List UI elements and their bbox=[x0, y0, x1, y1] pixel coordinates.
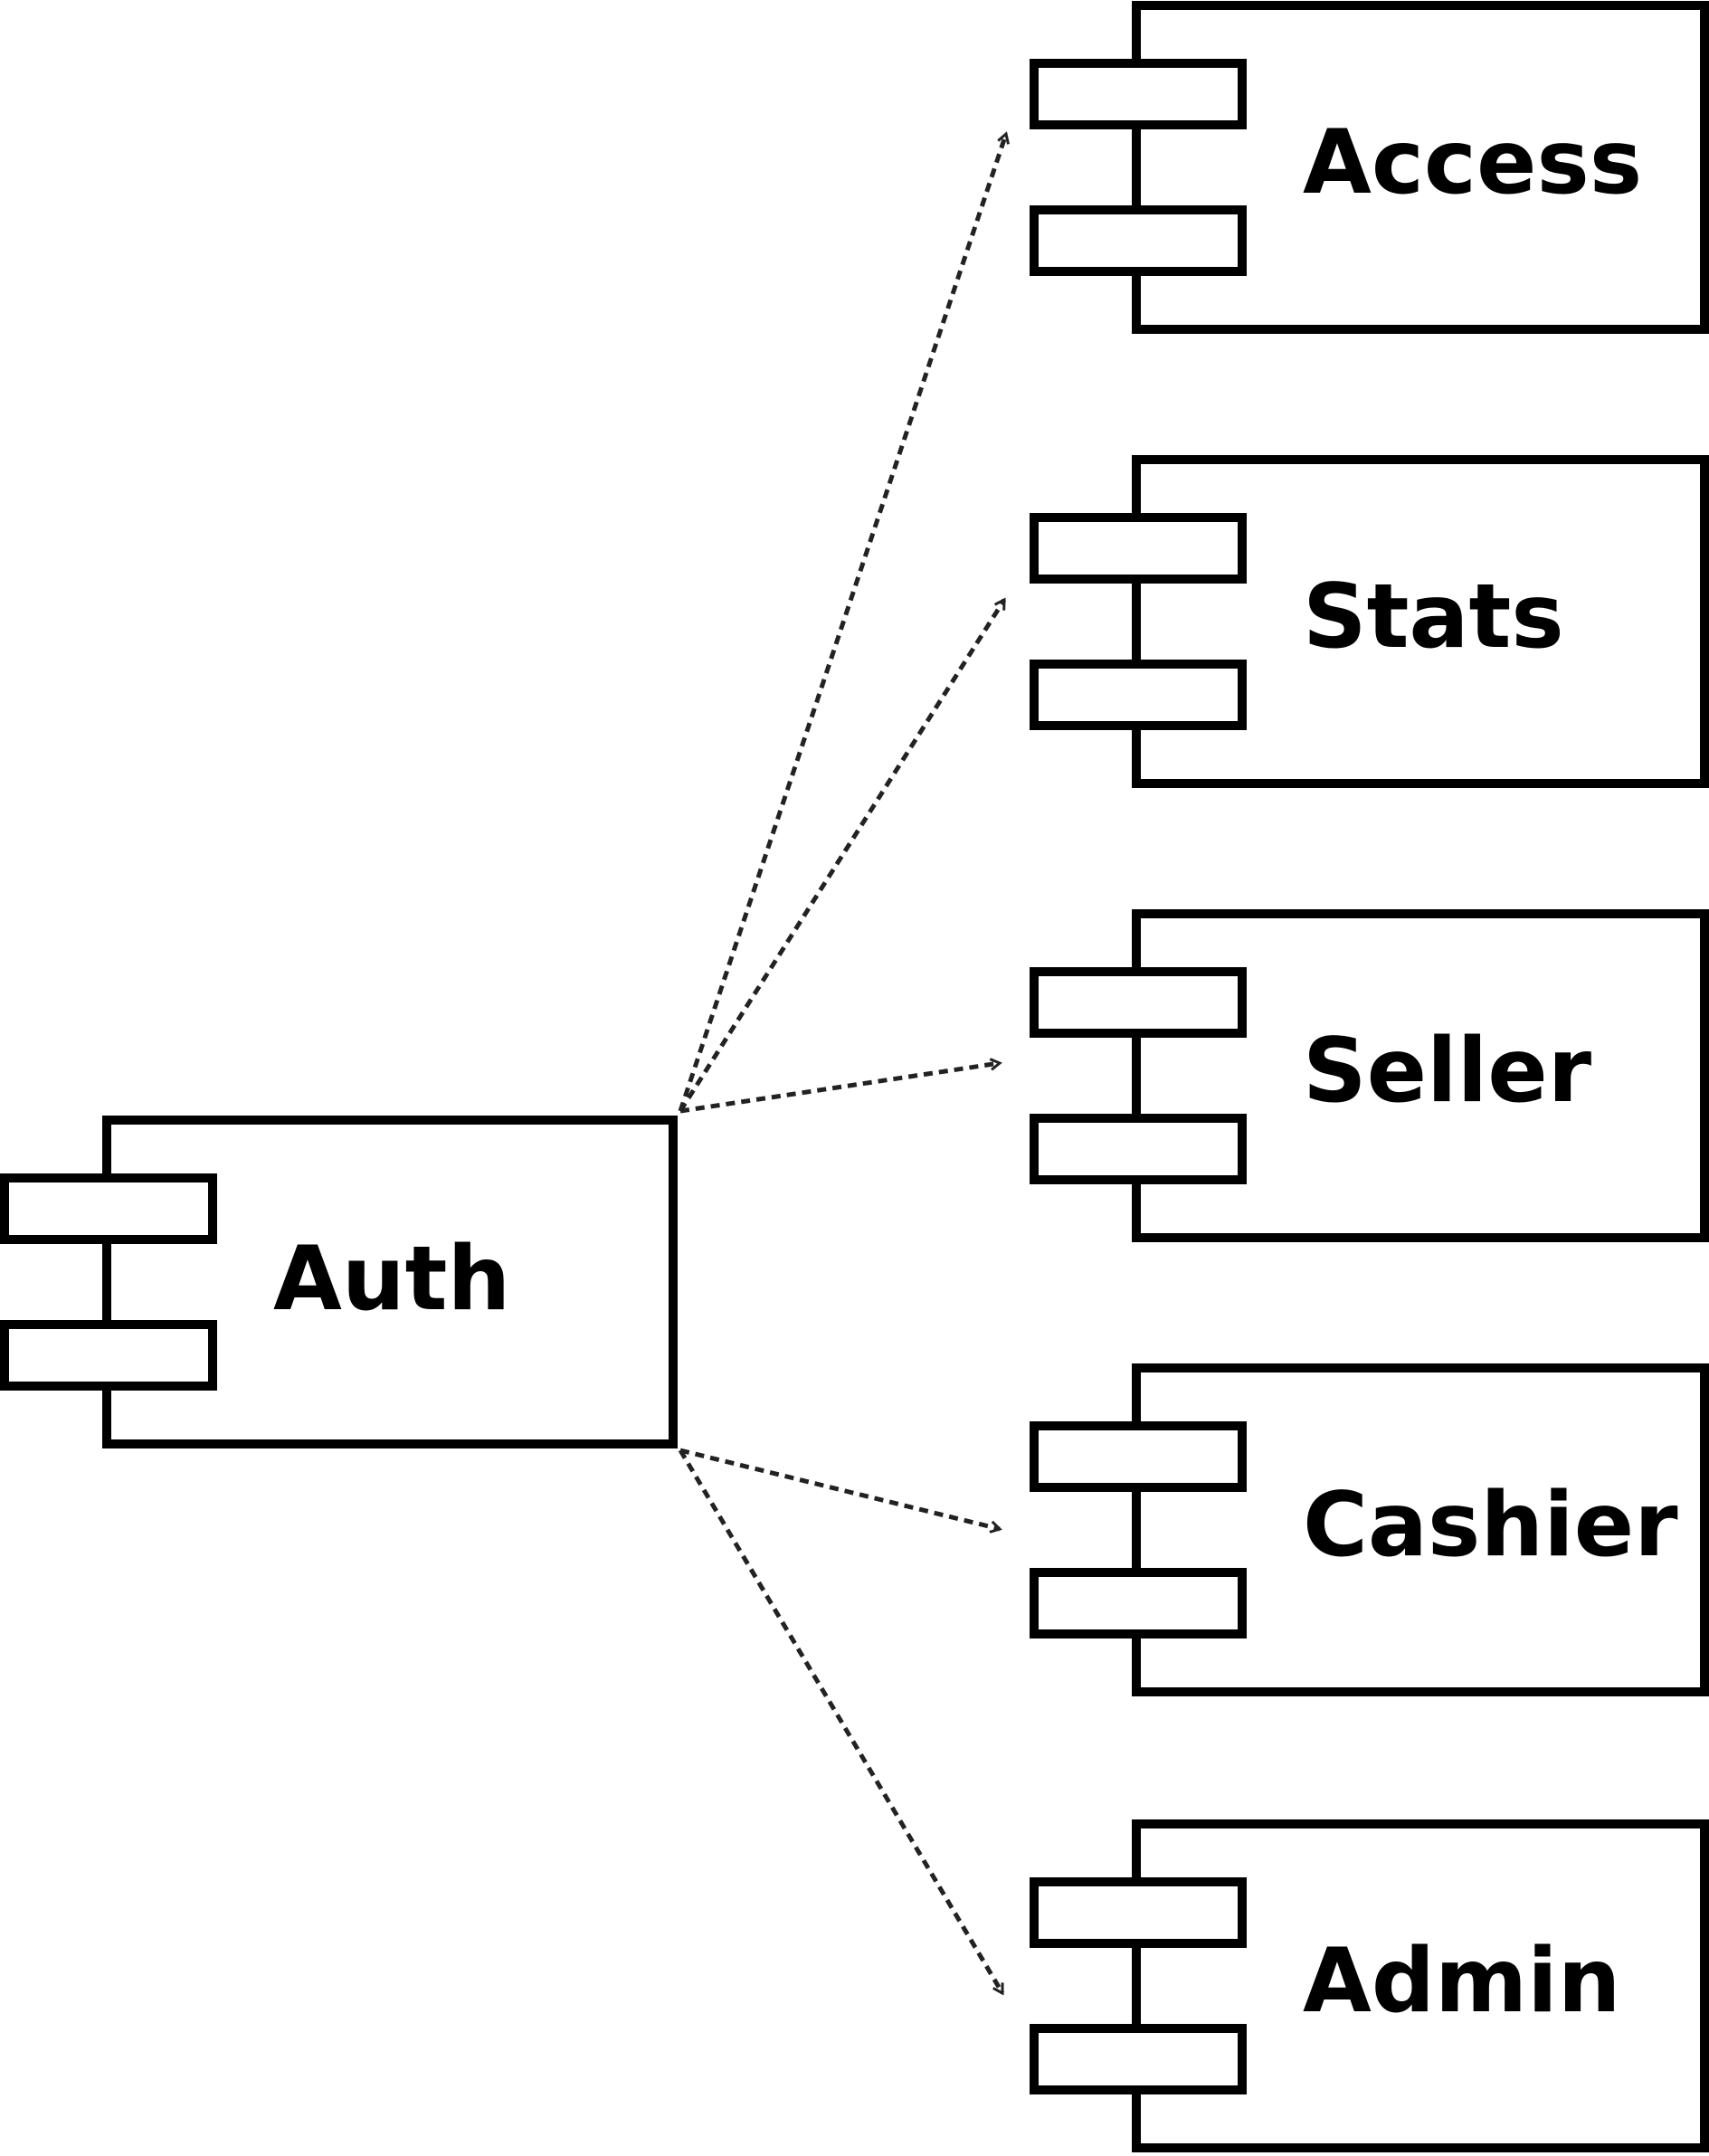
edge-auth-cashier bbox=[679, 1448, 1000, 1529]
component-port-top bbox=[1030, 1877, 1247, 1948]
component-auth[interactable]: Auth bbox=[0, 1116, 678, 1448]
component-port-bottom bbox=[1030, 205, 1247, 276]
component-port-top bbox=[0, 1173, 217, 1244]
edge-auth-seller bbox=[679, 1063, 1000, 1114]
component-label-admin: Admin bbox=[1303, 1930, 1620, 2033]
edge-auth-access bbox=[678, 134, 1006, 1112]
component-port-bottom bbox=[1030, 1568, 1247, 1638]
component-label-auth: Auth bbox=[273, 1228, 510, 1331]
component-port-top bbox=[1030, 967, 1247, 1038]
component-cashier[interactable]: Cashier bbox=[1030, 1363, 1709, 1696]
component-stats[interactable]: Stats bbox=[1030, 455, 1709, 788]
component-label-stats: Stats bbox=[1303, 565, 1564, 669]
component-label-access: Access bbox=[1303, 111, 1642, 214]
component-port-bottom bbox=[1030, 2024, 1247, 2094]
dependency-edges bbox=[678, 134, 1007, 1993]
component-admin[interactable]: Admin bbox=[1030, 1819, 1709, 2152]
component-label-seller: Seller bbox=[1303, 1020, 1592, 1123]
component-port-bottom bbox=[0, 1320, 217, 1391]
component-port-top bbox=[1030, 1421, 1247, 1492]
component-port-top bbox=[1030, 513, 1247, 584]
component-label-cashier: Cashier bbox=[1303, 1474, 1678, 1577]
component-port-bottom bbox=[1030, 660, 1247, 730]
edge-auth-admin bbox=[678, 1448, 1005, 1993]
edge-auth-stats bbox=[678, 600, 1007, 1113]
component-port-bottom bbox=[1030, 1114, 1247, 1184]
component-port-top bbox=[1030, 59, 1247, 129]
component-access[interactable]: Access bbox=[1030, 1, 1709, 334]
component-seller[interactable]: Seller bbox=[1030, 909, 1709, 1242]
